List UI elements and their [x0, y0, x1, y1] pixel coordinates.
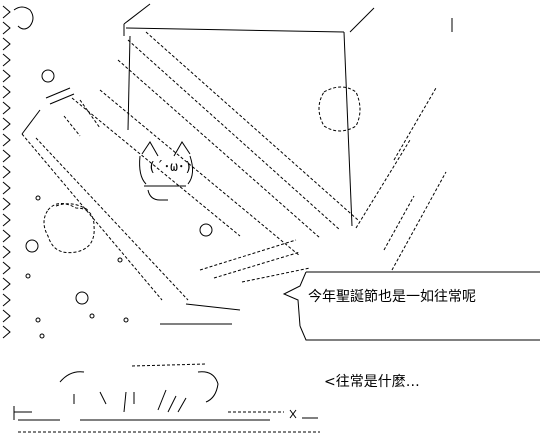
- window-frame: [21, 3, 453, 325]
- snow-fragment-top-left: [13, 6, 34, 30]
- frost-blob-right: [318, 86, 361, 132]
- speech-line-1: 今年聖誕節也是一如往常呢: [308, 289, 476, 305]
- snow-sweep: [199, 239, 311, 283]
- speech-line-2: <往常是什麼…: [324, 374, 420, 390]
- cat-figure: [139, 141, 194, 201]
- frost-blob-left: [43, 203, 95, 254]
- cat-face: (´･ω･): [148, 160, 193, 175]
- speech-bubble: [282, 271, 540, 341]
- snow-dots: [25, 69, 213, 339]
- sleeping-creature: [13, 363, 320, 433]
- left-border-chevrons: [2, 5, 11, 339]
